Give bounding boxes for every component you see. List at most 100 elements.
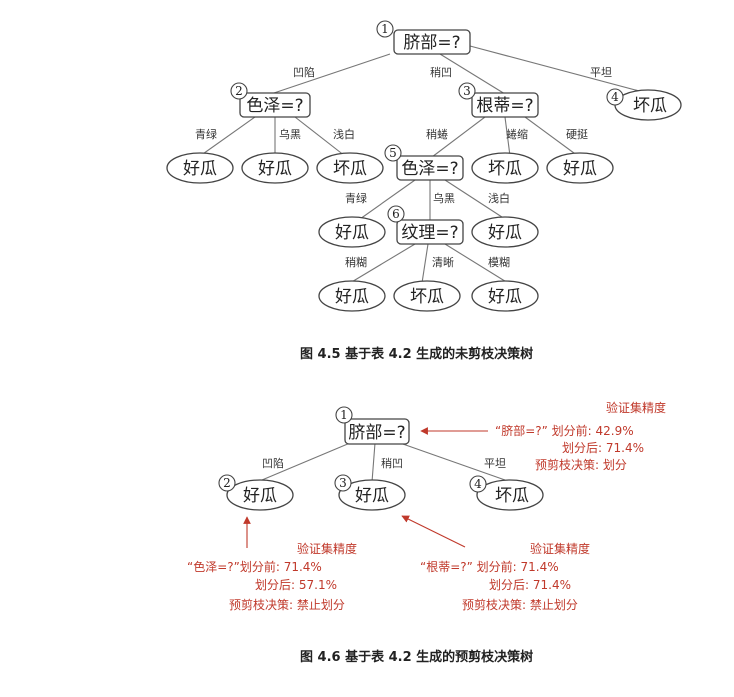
edge [524,116,579,157]
node-label: 根蒂=? [476,96,533,116]
tree-node-texture [396,219,464,245]
edge-label-green: 青绿 [345,191,367,205]
edge [267,53,391,96]
node-number: 5 [389,146,397,160]
edge-label-concave: 凹陷 [293,65,315,79]
node-number-badge [384,144,402,162]
edge [261,442,351,481]
node-number: 1 [340,408,348,422]
node-label: 好瓜 [488,223,522,243]
annotation-line: “色泽=?”划分前: 71.4% [187,559,322,574]
annotation-line: 预剪枝决策: 禁止划分 [229,597,345,612]
leaf-good-melon [241,152,309,184]
node-label: 坏瓜 [333,159,367,179]
node-number: 2 [235,84,243,98]
node-label: 色泽=? [246,96,303,116]
node-label: 好瓜 [355,486,389,506]
node-label: 脐部=? [348,423,405,443]
edge [199,116,256,157]
edge-label-blurry: 模糊 [488,255,510,269]
edge [431,116,486,158]
edge-label-flat: 平坦 [484,456,506,470]
node-label: 好瓜 [243,486,277,506]
node-number: 6 [392,207,400,221]
node-number-badge [376,20,394,38]
edge [349,243,416,284]
node-number-badge [334,474,352,492]
node-number: 4 [611,90,619,104]
edge-label-curled: 蜷缩 [506,128,528,141]
edge-label-black: 乌黑 [433,191,455,205]
annotation-line: “脐部=?” 划分前: 42.9% [495,423,634,438]
node-label: 坏瓜 [633,96,667,116]
leaf-bad-melon [471,152,539,184]
edge-label-white: 浅白 [333,127,355,141]
tree-node-navel [344,418,410,445]
node-number: 1 [381,22,389,36]
node-label: 好瓜 [335,223,369,243]
leaf-bad-melon [476,479,544,511]
annotation-title: 验证集精度 [606,400,666,415]
annotation-line: 预剪枝决策: 禁止划分 [462,597,578,612]
edge [399,442,506,481]
node-label: 色泽=? [401,159,458,179]
node-number-badge [335,406,353,424]
node-label: 坏瓜 [410,287,444,307]
leaf-good-melon [226,479,294,511]
node-number: 4 [474,477,482,491]
node-label: 好瓜 [335,287,369,307]
edge [444,179,506,220]
leaf-good-melon [166,152,234,184]
annotation-line: 预剪枝决策: 划分 [535,457,627,472]
tree-node-color [396,155,464,181]
node-number-badge [218,474,236,492]
leaf-good-melon [318,280,386,312]
annotation-arrow [401,515,466,548]
tree-node-root [471,92,539,118]
node-label: 坏瓜 [488,159,522,179]
node-number: 2 [223,476,231,490]
figure-caption: 图 4.6 基于表 4.2 生成的预剪枝决策树 [300,649,533,665]
annotation-title: 验证集精度 [530,541,590,556]
tree-node-color [239,92,311,118]
annotation-line: 划分后: 57.1% [255,578,337,592]
edge-label-green: 青绿 [195,127,217,141]
leaf-good-melon [318,216,386,248]
node-label: 好瓜 [258,159,292,179]
figure-4-6: 凹陷 稍凹 平坦 脐部=? 1 好瓜 2 好瓜 3 坏瓜 4 验证集精度 “脐部… [187,400,666,665]
edge-label-white: 浅白 [488,191,510,205]
edge [421,243,429,284]
node-number-badge [230,82,248,100]
edge-label-stiff: 硬挺 [566,127,588,141]
node-label: 脐部=? [403,33,460,53]
edge-label-slightly-concave: 稍凹 [430,65,452,79]
edge-label-slightly-curled: 稍蜷 [426,127,448,141]
edge [504,116,511,157]
leaf-bad-melon [393,280,461,312]
edge-label-flat: 平坦 [590,65,612,79]
edge-label-clear: 清晰 [432,256,454,269]
leaf-good-melon [471,280,539,312]
edge [469,45,644,93]
edge [294,116,346,157]
edge-label-black: 乌黑 [279,127,301,141]
node-number: 3 [339,476,347,490]
edge-label-slightly-blurry: 稍糊 [345,255,367,269]
edge [439,53,506,95]
edge-label-slightly-concave: 稍凹 [381,456,403,470]
node-label: 坏瓜 [495,486,529,506]
tree-node-navel [393,29,471,55]
node-label: 好瓜 [563,159,597,179]
node-label: 好瓜 [183,159,217,179]
edge-label-concave: 凹陷 [262,456,284,470]
leaf-bad-melon [316,152,384,184]
annotation-line: 划分后: 71.4% [489,578,571,592]
node-number-badge [469,475,487,493]
annotation-line: “根蒂=?” 划分前: 71.4% [420,559,559,574]
figure-caption: 图 4.5 基于表 4.2 生成的未剪枝决策树 [300,346,533,362]
edge [359,179,416,220]
node-number-badge [458,82,476,100]
node-label: 好瓜 [488,287,522,307]
node-number-badge [606,88,624,106]
